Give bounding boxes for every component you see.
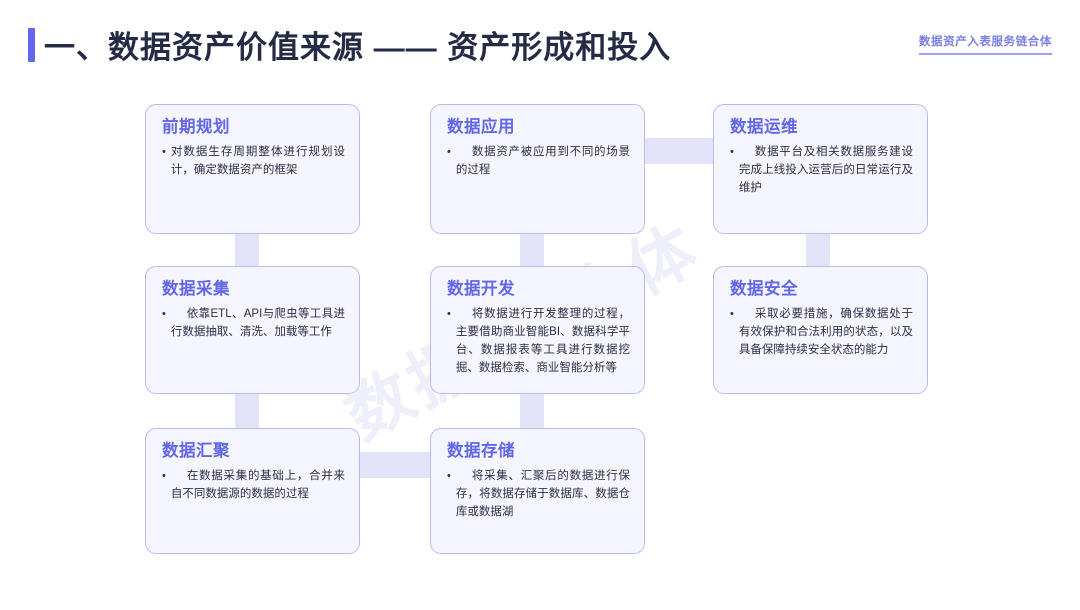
- card-description: 数据平台及相关数据服务建设完成上线投入运营后的日常运行及维护: [738, 146, 913, 195]
- card-description: 将数据进行开发整理的过程，主要借助商业智能BI、数据科学平台、数据报表等工具进行…: [455, 308, 630, 374]
- bullet-icon: •: [162, 146, 166, 159]
- card-body: • 依靠ETL、API与爬虫等工具进行数据抽取、清洗、加载等工作: [162, 306, 345, 342]
- card-title: 数据采集: [162, 280, 230, 298]
- connector-data-collection-to-data-aggregation: [235, 390, 259, 428]
- card-body: • 对数据生存周期整体进行规划设计，确定数据资产的框架: [162, 144, 345, 180]
- title-accent-bar: [28, 28, 35, 62]
- card-data-application[interactable]: 数据应用 • 数据资产被应用到不同的场景的过程: [430, 104, 645, 234]
- connector-data-aggregation-to-data-storage: [354, 452, 434, 478]
- card-pre-planning[interactable]: 前期规划 • 对数据生存周期整体进行规划设计，确定数据资产的框架: [145, 104, 360, 234]
- card-body: • 在数据采集的基础上，合并来自不同数据源的数据的过程: [162, 468, 345, 504]
- bullet-icon: •: [162, 470, 166, 483]
- card-data-collection[interactable]: 数据采集 • 依靠ETL、API与爬虫等工具进行数据抽取、清洗、加载等工作: [145, 266, 360, 394]
- connector-pre-planning-to-data-collection: [235, 228, 259, 266]
- card-body: • 将数据进行开发整理的过程，主要借助商业智能BI、数据科学平台、数据报表等工具…: [447, 306, 630, 377]
- card-data-development[interactable]: 数据开发 • 将数据进行开发整理的过程，主要借助商业智能BI、数据科学平台、数据…: [430, 266, 645, 394]
- brand-tag-underline: [918, 53, 1052, 55]
- page-title: 一、数据资产价值来源 —— 资产形成和投入: [44, 30, 672, 65]
- bullet-icon: •: [447, 470, 451, 483]
- card-title: 数据存储: [447, 442, 515, 460]
- card-description: 依靠ETL、API与爬虫等工具进行数据抽取、清洗、加载等工作: [170, 308, 345, 339]
- card-description: 在数据采集的基础上，合并来自不同数据源的数据的过程: [170, 470, 345, 501]
- connector-data-application-to-data-operations: [640, 138, 720, 164]
- card-data-storage[interactable]: 数据存储 • 将采集、汇聚后的数据进行保存，将数据存储于数据库、数据仓库或数据湖: [430, 428, 645, 554]
- connector-data-operations-to-data-security: [806, 228, 830, 266]
- card-title: 数据开发: [447, 280, 515, 298]
- card-data-security[interactable]: 数据安全 • 采取必要措施，确保数据处于有效保护和合法利用的状态，以及具备保障持…: [713, 266, 928, 394]
- card-title: 数据安全: [730, 280, 798, 298]
- card-description: 数据资产被应用到不同的场景的过程: [455, 146, 630, 177]
- card-data-aggregation[interactable]: 数据汇聚 • 在数据采集的基础上，合并来自不同数据源的数据的过程: [145, 428, 360, 554]
- card-title: 数据汇聚: [162, 442, 230, 460]
- bullet-icon: •: [730, 308, 734, 321]
- bullet-icon: •: [730, 146, 734, 159]
- bullet-icon: •: [447, 308, 451, 321]
- brand-tag: 数据资产入表服务链合体: [918, 33, 1052, 55]
- page-header: 一、数据资产价值来源 —— 资产形成和投入 数据资产入表服务链合体: [0, 0, 1080, 90]
- bullet-icon: •: [447, 146, 451, 159]
- card-title: 数据运维: [730, 118, 798, 136]
- connector-data-development-to-data-storage: [520, 390, 544, 428]
- bullet-icon: •: [162, 308, 166, 321]
- card-body: • 数据资产被应用到不同的场景的过程: [447, 144, 630, 180]
- brand-tag-label: 数据资产入表服务链合体: [918, 36, 1052, 48]
- card-body: • 采取必要措施，确保数据处于有效保护和合法利用的状态，以及具备保障持续安全状态…: [730, 306, 913, 359]
- connector-data-application-to-data-development: [520, 228, 544, 266]
- card-description: 将采集、汇聚后的数据进行保存，将数据存储于数据库、数据仓库或数据湖: [455, 470, 630, 519]
- card-body: • 数据平台及相关数据服务建设完成上线投入运营后的日常运行及维护: [730, 144, 913, 197]
- card-description: 采取必要措施，确保数据处于有效保护和合法利用的状态，以及具备保障持续安全状态的能…: [738, 308, 913, 357]
- card-body: • 将采集、汇聚后的数据进行保存，将数据存储于数据库、数据仓库或数据湖: [447, 468, 630, 521]
- card-data-operations[interactable]: 数据运维 • 数据平台及相关数据服务建设完成上线投入运营后的日常运行及维护: [713, 104, 928, 234]
- card-description: 对数据生存周期整体进行规划设计，确定数据资产的框架: [170, 146, 345, 177]
- card-title: 数据应用: [447, 118, 515, 136]
- card-title: 前期规划: [162, 118, 230, 136]
